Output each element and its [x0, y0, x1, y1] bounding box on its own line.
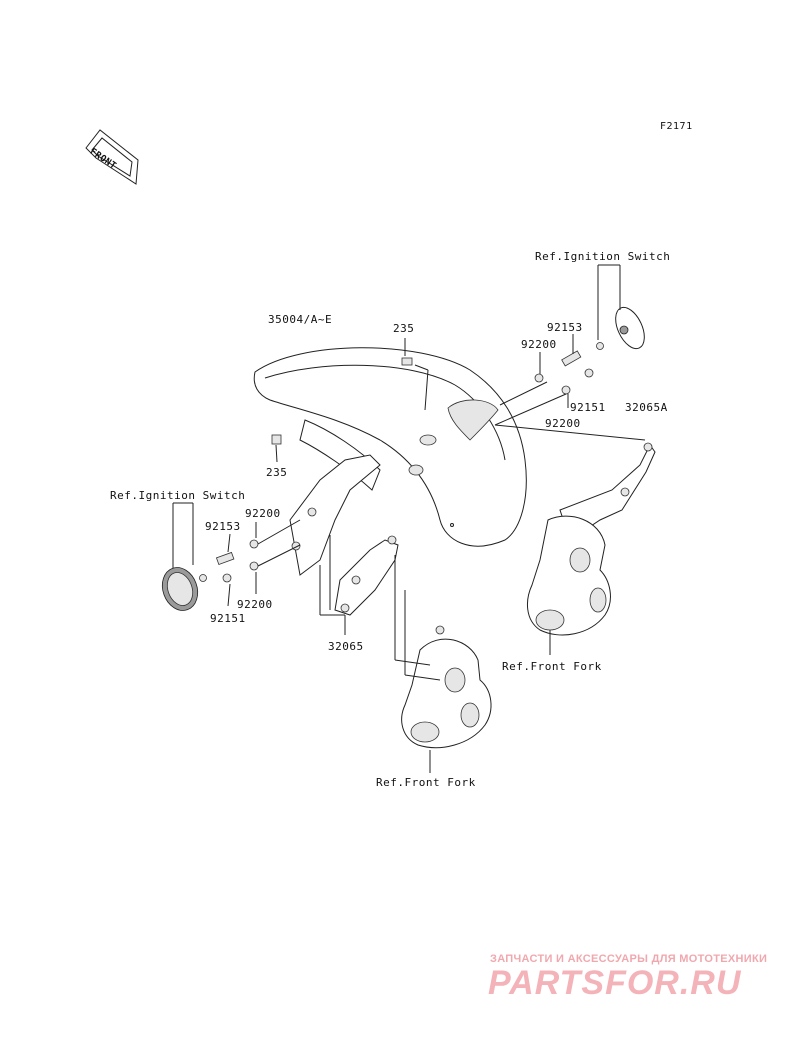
- label-fender-part: 35004/A~E: [268, 313, 333, 326]
- label-bracket-left: 32065: [328, 640, 364, 653]
- hardware: [215, 350, 594, 583]
- label-screw-left: 92153: [205, 520, 241, 533]
- label-ref-ignition-switch-top: Ref.Ignition Switch: [535, 250, 671, 263]
- watermark-tagline: ЗАПЧАСТИ И АКСЕССУАРЫ ДЛЯ МОТОТЕХНИКИ: [490, 953, 768, 965]
- reflector-left: [161, 567, 207, 611]
- label-washer-left-b: 92200: [237, 598, 273, 611]
- label-bolt-top: 235: [393, 322, 415, 335]
- label-washer-top-a: 92200: [521, 338, 557, 351]
- reflector-top: [596, 306, 645, 350]
- leader-lines: [172, 264, 646, 773]
- front-direction-arrow-icon: [85, 129, 139, 185]
- label-nut-top: 92151: [570, 401, 606, 414]
- label-screw-top: 92153: [547, 321, 583, 334]
- label-nut-left: 92151: [210, 612, 246, 625]
- label-washer-left-a: 92200: [245, 507, 281, 520]
- figure-code: F2171: [660, 121, 693, 132]
- label-ref-ignition-switch-left: Ref.Ignition Switch: [110, 489, 246, 502]
- label-bracket-right: 32065A: [625, 401, 668, 414]
- bracket-left: [289, 454, 399, 616]
- watermark-brand-logo: PARTSFOR.RU: [488, 964, 742, 1002]
- front-fork-right: [527, 515, 611, 636]
- label-bolt-left: 235: [266, 466, 288, 479]
- label-washer-top-b: 92200: [545, 417, 581, 430]
- front-fender: [253, 347, 527, 547]
- front-fork-bottom: [401, 625, 492, 749]
- label-ref-front-fork-right: Ref.Front Fork: [502, 660, 602, 673]
- label-ref-front-fork-bottom: Ref.Front Fork: [376, 776, 476, 789]
